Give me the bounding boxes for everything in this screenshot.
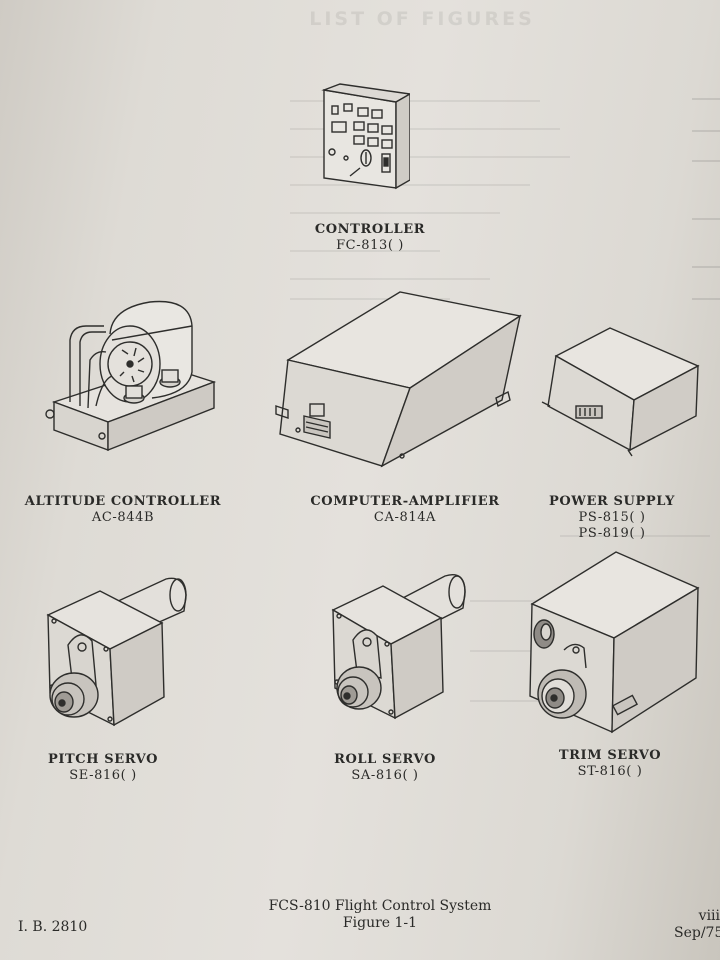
bleed-through-line-2: LIST OF FIGURES [309,8,535,30]
altitude-controller-label: ALTITUDE CONTROLLER AC-844B [18,494,228,526]
revision-date: Sep/75 [674,925,720,941]
computer-amplifier-label: COMPUTER-AMPLIFIER CA-814A [300,494,510,526]
computer-amplifier-illustration [270,288,530,478]
bleed-through-heading: LIST OF FIGURES [262,8,582,30]
document-id: I. B. 2810 [18,919,88,935]
component-model: PS-815( ) [578,510,646,525]
page-number-block: viii Sep/75 [674,908,720,942]
caption-title: FCS-810 Flight Control System [268,898,492,914]
roll-servo-illustration [325,570,475,730]
component-model-alt: PS-819( ) [578,526,646,541]
controller-illustration [310,80,410,200]
component-model: ST-816( ) [577,764,643,779]
component-name: CONTROLLER [314,222,426,237]
component-name: TRIM SERVO [558,748,662,763]
component-model: AC-844B [91,510,155,525]
power-supply-illustration [540,320,710,460]
trim-servo-illustration [518,550,708,740]
component-name: ALTITUDE CONTROLLER [24,494,222,509]
caption-number: Figure 1-1 [342,915,418,931]
page-number: viii [698,908,720,924]
controller-label: CONTROLLER FC-813( ) [290,222,450,254]
power-supply-label: POWER SUPPLY PS-815( ) PS-819( ) [540,494,684,542]
altitude-controller-illustration [40,290,230,460]
trim-servo-label: TRIM SERVO ST-816( ) [530,748,690,780]
component-name: COMPUTER-AMPLIFIER [310,494,500,509]
component-name: ROLL SERVO [334,752,436,767]
pitch-servo-illustration [38,575,198,735]
component-model: SA-816( ) [351,768,419,783]
component-model: CA-814A [373,510,437,525]
component-model: FC-813( ) [336,238,404,253]
roll-servo-label: ROLL SERVO SA-816( ) [300,752,470,784]
pitch-servo-label: PITCH SERVO SE-816( ) [18,752,188,784]
component-name: POWER SUPPLY [548,494,675,509]
figure-caption: FCS-810 Flight Control System Figure 1-1 [210,898,550,932]
component-model: SE-816( ) [69,768,137,783]
component-name: PITCH SERVO [47,752,159,767]
